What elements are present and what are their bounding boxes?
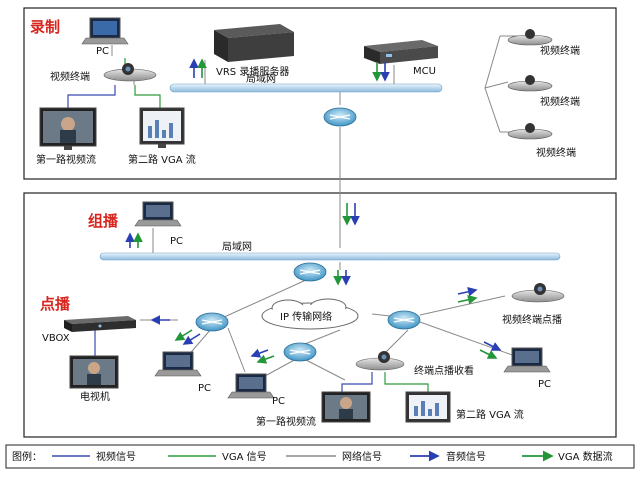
stream1-label-bottom: 第一路视频流 [256, 415, 316, 428]
laptop-icon [503, 347, 551, 373]
video-terminal-icon [507, 123, 553, 140]
video-terminal-r2-label: 视频终端 [540, 95, 580, 108]
ip-network-cloud: IP 传输网络 [261, 298, 359, 330]
terminal-vod-label: 视频终端点播 [502, 313, 562, 326]
flow-arrows [125, 58, 502, 364]
video-terminal-icon [103, 63, 157, 82]
video-terminal-icon [511, 283, 565, 303]
legend-label: 视频信号 [96, 450, 136, 463]
section-title-multicast: 组播 [88, 212, 119, 230]
vbox-label: VBOX [42, 333, 70, 344]
router-icon [293, 262, 327, 282]
terminal-watch-label: 终端点播收看 [414, 364, 474, 377]
broadcast-section-box [23, 192, 617, 438]
vbox-icon [64, 316, 136, 332]
video-terminal-icon [355, 351, 405, 371]
legend-title: 图例： [12, 450, 42, 463]
video-terminal-r3-label: 视频终端 [536, 146, 576, 159]
tv-monitor-icon [321, 391, 371, 423]
router-icon [195, 312, 229, 332]
tv-label: 电视机 [80, 390, 110, 403]
lan-label-top: 局域网 [246, 72, 276, 85]
legend-label: VGA 信号 [222, 451, 267, 463]
section-title-record: 录制 [30, 18, 60, 36]
record-section-box [23, 7, 617, 180]
video-terminal-left-label: 视频终端 [50, 70, 90, 83]
ip-network-label: IP 传输网络 [280, 310, 332, 323]
tv-monitor-icon [69, 355, 119, 389]
tv-monitor-icon [39, 107, 97, 150]
video-terminal-r1-label: 视频终端 [540, 44, 580, 57]
pc-a-label: PC [198, 383, 211, 394]
pc-multicast-label: PC [170, 236, 183, 247]
laptop-icon [154, 351, 202, 377]
mcu-label: MCU [413, 66, 436, 77]
video-terminal-icon [507, 29, 553, 46]
pc-b-label: PC [272, 396, 285, 407]
legend: 图例： 视频信号 VGA 信号 网络信号 音频信号 VGA 数据流 [12, 450, 613, 463]
legend-label: 网络信号 [342, 450, 382, 463]
laptop-icon [81, 17, 129, 45]
lan-bar-bottom [99, 252, 561, 261]
legend-label: VGA 数据流 [558, 450, 613, 463]
laptop-icon [227, 373, 275, 399]
router-icon [387, 310, 421, 330]
stream2-label-top: 第二路 VGA 流 [128, 153, 196, 166]
pc-label-top: PC [96, 46, 109, 57]
vga-monitor-icon [405, 391, 451, 423]
lan-label-bottom: 局域网 [222, 240, 252, 253]
legend-box [5, 444, 635, 469]
vga-monitor-icon [139, 107, 185, 148]
stream1-label-top: 第一路视频流 [36, 153, 96, 166]
mcu-icon [364, 40, 438, 64]
video-terminal-icon [507, 75, 553, 92]
vrs-server-icon [214, 24, 294, 62]
signal-lines [67, 58, 429, 393]
lan-bar-top [169, 83, 443, 93]
laptop-icon [134, 201, 182, 227]
router-icon [283, 342, 317, 362]
legend-label: 音频信号 [446, 450, 486, 463]
pc-c-label: PC [538, 379, 551, 390]
stream2-label-bottom: 第二路 VGA 流 [456, 408, 524, 421]
router-icon [323, 107, 357, 127]
section-title-on-demand: 点播 [40, 295, 71, 313]
vrs-server-label: VRS 录播服务器 [216, 65, 289, 78]
